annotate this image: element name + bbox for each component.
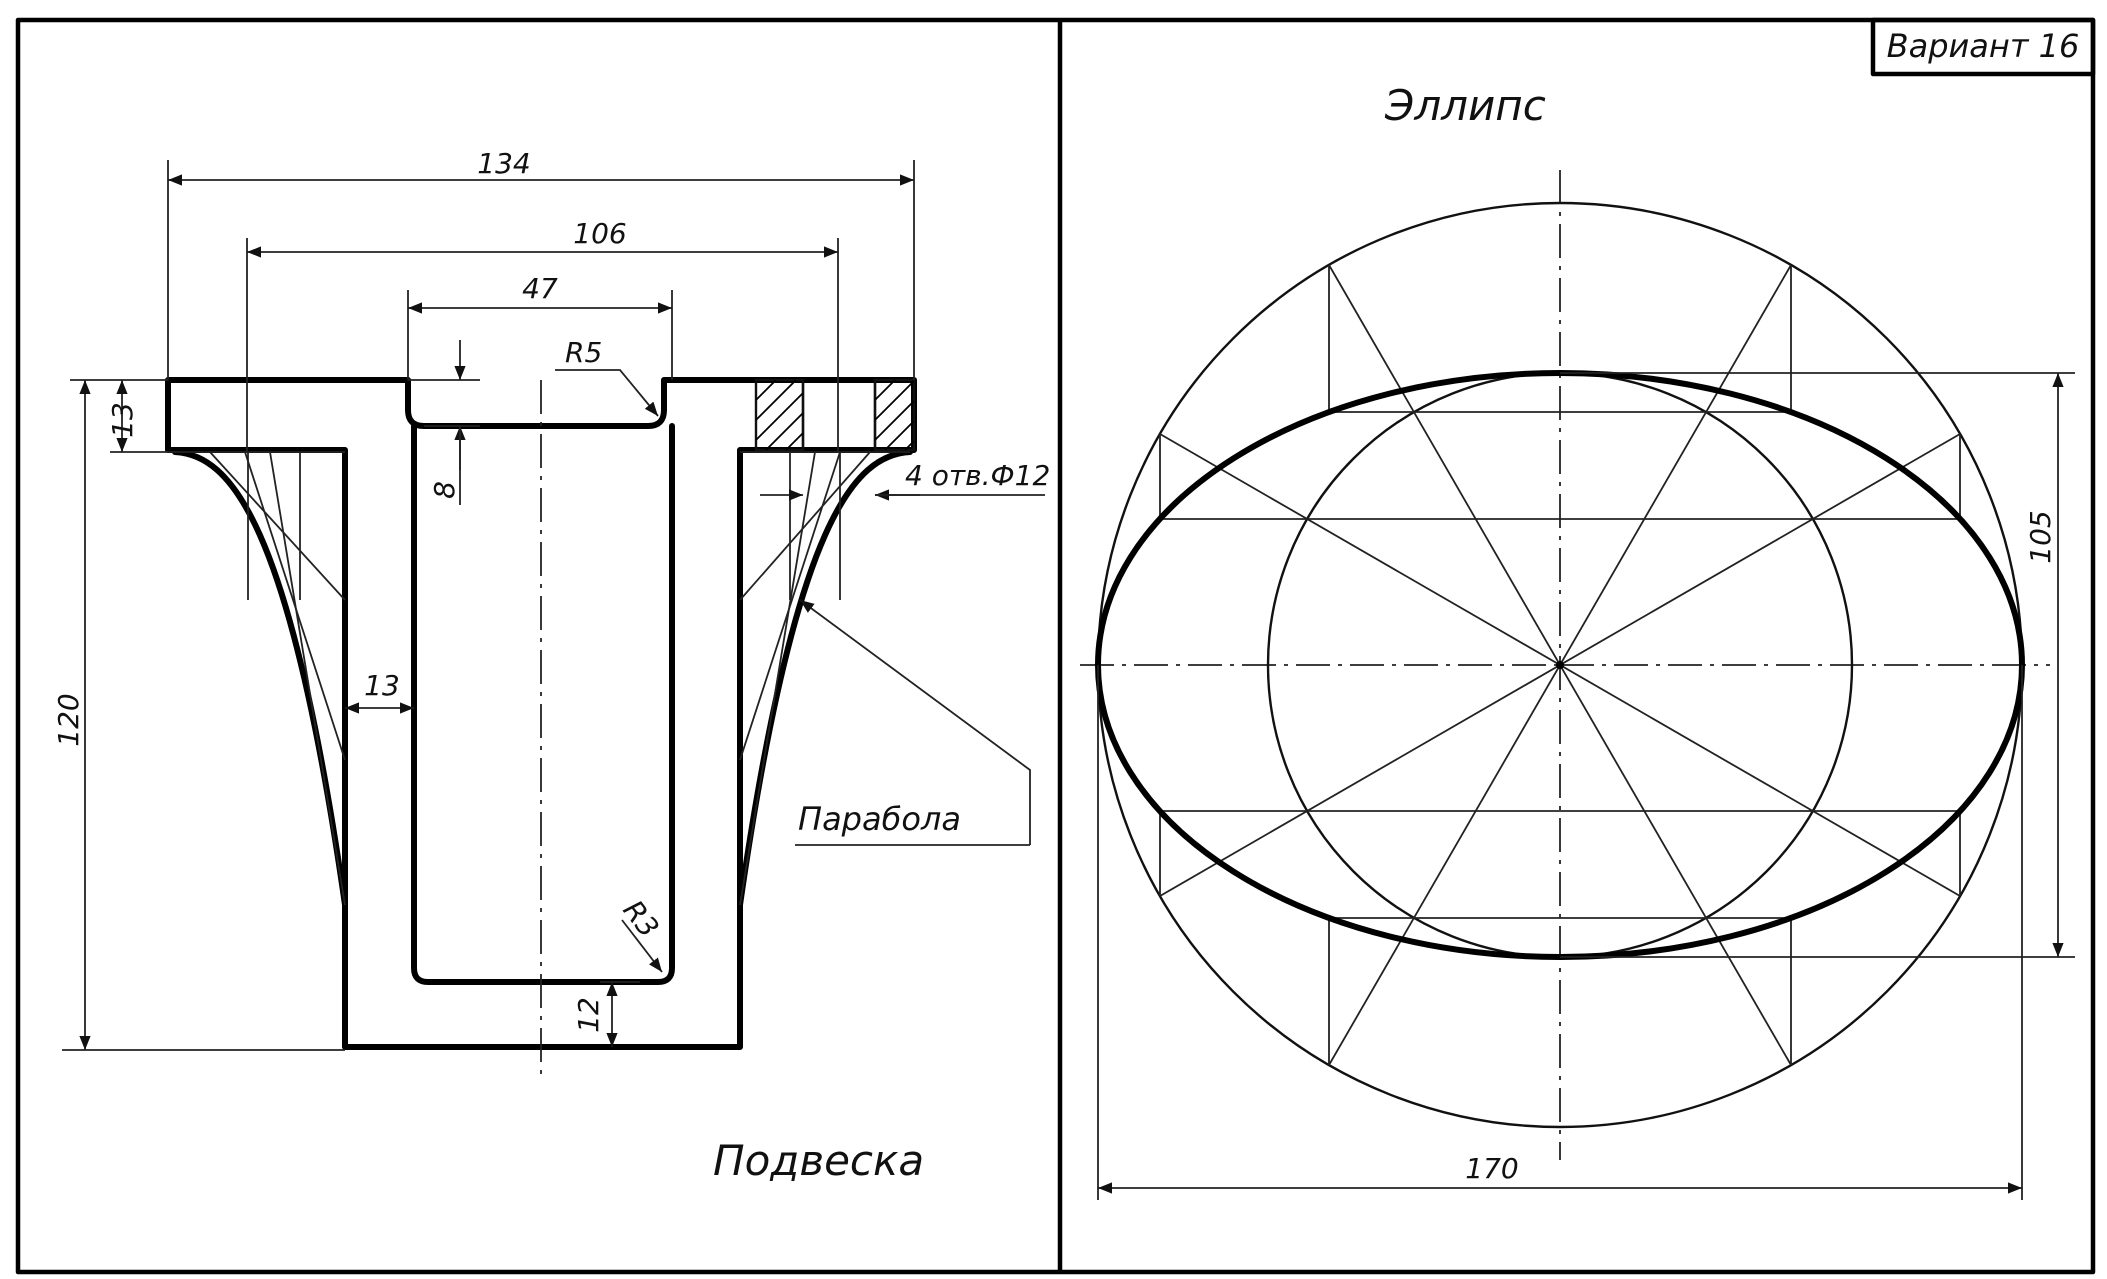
variant-label: Вариант 16 xyxy=(1887,27,2080,65)
dim-106: 106 xyxy=(247,217,838,258)
dim-8: 8 xyxy=(428,340,466,505)
variant-box: Вариант 16 xyxy=(1870,17,2096,77)
dim-r3: R3 xyxy=(616,894,665,973)
dim-106-label: 106 xyxy=(573,217,626,250)
hole-note-label: 4 отв.Ф12 xyxy=(905,459,1050,492)
dim-47-label: 47 xyxy=(522,272,558,305)
hole-note: 4 отв.Ф12 xyxy=(760,459,1050,501)
dim-120-label: 120 xyxy=(52,693,85,746)
dim-170-label: 170 xyxy=(1465,1152,1518,1185)
parabola-construction xyxy=(175,451,910,906)
dim-r5-label: R5 xyxy=(565,336,602,369)
ellipse-view: Эллипс xyxy=(1080,81,2075,1200)
parabola-label: Парабола xyxy=(798,800,961,838)
dim-134: 134 xyxy=(168,147,914,186)
sheet-frame xyxy=(15,17,2096,1275)
projection-verticals xyxy=(1159,265,1961,1065)
dim-134-label: 134 xyxy=(477,147,530,180)
suspension-title: Подвеска xyxy=(713,1136,924,1185)
dim-105-label: 105 xyxy=(2024,510,2057,563)
dim-13-wall-label: 13 xyxy=(364,669,400,702)
dim-r3-label: R3 xyxy=(616,894,665,944)
dim-12: 12 xyxy=(572,982,618,1047)
dim-12-label: 12 xyxy=(572,997,605,1033)
ellipse-title: Эллипс xyxy=(1384,81,1546,130)
dim-170: 170 xyxy=(1097,665,2023,1200)
dim-13-flange: 13 xyxy=(106,380,139,452)
dim-13-flange-label: 13 xyxy=(106,402,139,438)
dim-r5: R5 xyxy=(555,336,659,417)
dim-13-wall: 13 xyxy=(345,669,414,714)
dim-120: 120 xyxy=(52,380,91,1050)
dim-47: 47 xyxy=(408,272,672,314)
projection-horizontals xyxy=(1160,411,1960,919)
dim-105: 105 xyxy=(1560,372,2075,958)
suspension-view: 134 106 47 R5 13 8 xyxy=(52,147,1050,1185)
dim-8-label: 8 xyxy=(428,481,461,499)
hole-section xyxy=(754,378,916,452)
parabola-left xyxy=(172,449,348,908)
ellipse-center xyxy=(1556,661,1564,669)
extension-lines xyxy=(62,160,915,1051)
parabola-leader: Парабола xyxy=(795,599,1031,846)
